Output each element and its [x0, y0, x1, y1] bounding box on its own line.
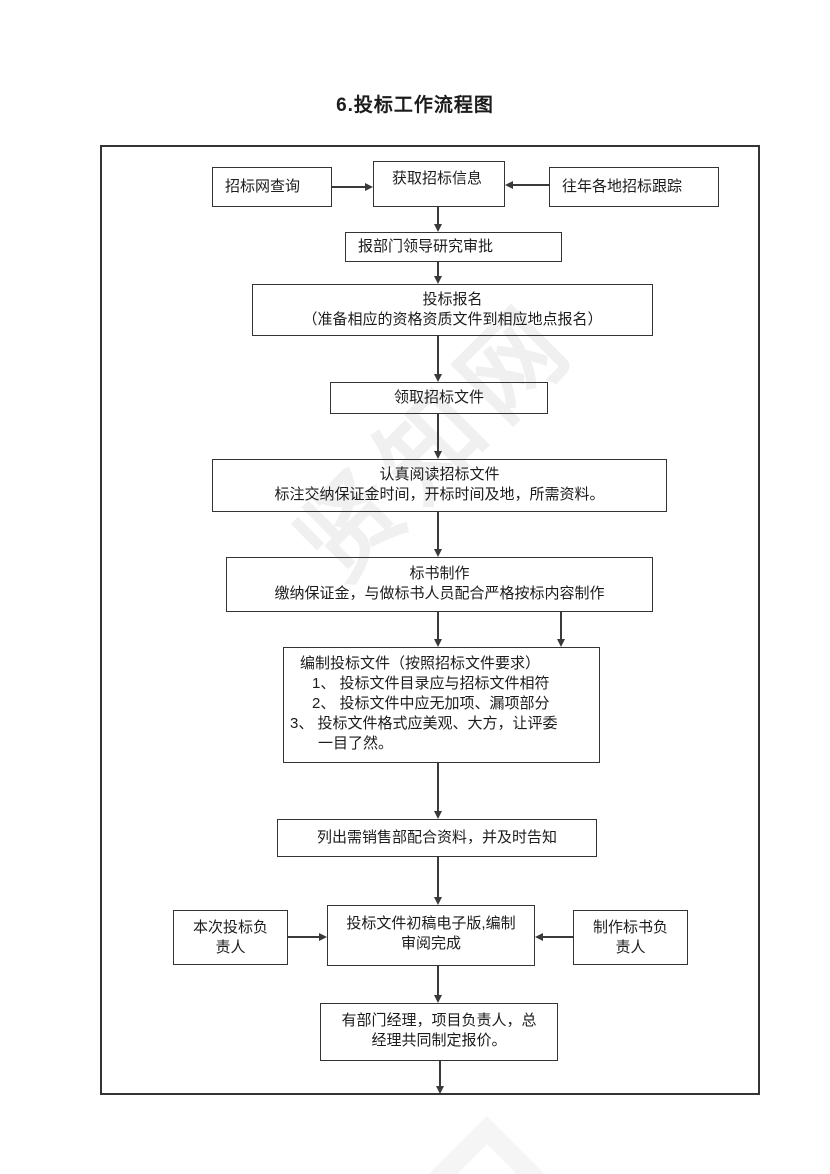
node-obtain-bid-info: 获取招标信息 — [373, 161, 505, 207]
arrow-obtain-to-approve — [437, 207, 439, 224]
arrow-read-to-make — [437, 512, 439, 549]
node-label-item2: 2、 投标文件中应无加项、漏项部分 — [312, 695, 550, 712]
arrow-draft-to-price — [437, 966, 439, 995]
arrow-make-to-compile-left — [437, 612, 439, 639]
node-list-sales-materials: 列出需销售部配合资料，并及时告知 — [277, 819, 597, 857]
node-bidding-site-search: 招标网查询 — [212, 167, 332, 207]
arrow-price-to-end — [439, 1061, 441, 1086]
node-label-item3-line1: 3、 投标文件格式应美观、大方，让评委 — [290, 715, 558, 732]
node-label-line2: 标注交纳保证金时间，开标时间及地，所需资料。 — [274, 486, 605, 503]
arrow-compile-to-list — [437, 763, 439, 811]
node-label: 获取招标信息 — [392, 170, 483, 187]
node-label: 往年各地招标跟踪 — [562, 178, 683, 195]
node-label-line1: 投标报名 — [422, 291, 483, 308]
node-compile-bid-file: 编制投标文件（按照招标文件要求） 1、 投标文件目录应与招标文件相符 2、 投标… — [283, 647, 600, 763]
node-label-line1: 认真阅读招标文件 — [379, 466, 500, 483]
node-label-title: 编制投标文件（按照招标文件要求） — [300, 655, 541, 672]
node-label-line2: 审阅完成 — [400, 935, 461, 952]
node-collect-bid-documents: 领取招标文件 — [330, 382, 548, 414]
node-label-line2: 经理共同制定报价。 — [371, 1032, 507, 1049]
node-bid-registration: 投标报名 （准备相应的资格资质文件到相应地点报名） — [252, 284, 653, 336]
arrow-collect-to-read — [437, 414, 439, 451]
node-label-line1: 投标文件初稿电子版,编制 — [346, 915, 516, 932]
node-draft-review-complete: 投标文件初稿电子版,编制 审阅完成 — [327, 905, 535, 966]
node-label: 报部门领导研究审批 — [358, 238, 494, 255]
arrow-bid-leader-to-draft — [288, 936, 319, 938]
flowchart-frame — [100, 145, 760, 1095]
node-label-item3-line2: 一目了然。 — [318, 735, 394, 752]
node-report-leaders-approval: 报部门领导研究审批 — [345, 232, 562, 262]
page-title: 6.投标工作流程图 — [336, 95, 494, 116]
arrow-track-to-obtain — [513, 184, 549, 186]
arrow-signup-to-collect — [437, 336, 439, 374]
node-label-line1: 制作标书负 — [592, 919, 668, 936]
node-read-bid-documents: 认真阅读招标文件 标注交纳保证金时间，开标时间及地，所需资料。 — [212, 459, 667, 512]
node-label-line2: 责人 — [615, 939, 646, 956]
node-set-price: 有部门经理，项目负责人，总 经理共同制定报价。 — [320, 1003, 558, 1061]
node-label: 领取招标文件 — [393, 389, 484, 406]
node-historical-bid-tracking: 往年各地招标跟踪 — [549, 167, 719, 207]
node-label-line2: （准备相应的资格资质文件到相应地点报名） — [302, 311, 603, 328]
node-bid-leader: 本次投标负 责人 — [173, 910, 288, 965]
node-bid-book-production: 标书制作 缴纳保证金，与做标书人员配合严格按标内容制作 — [226, 557, 653, 612]
node-label: 列出需销售部配合资料，并及时告知 — [316, 829, 557, 846]
node-label-line2: 责人 — [215, 939, 246, 956]
node-bid-book-leader: 制作标书负 责人 — [573, 910, 688, 965]
node-label-line2: 缴纳保证金，与做标书人员配合严格按标内容制作 — [274, 585, 605, 602]
arrow-doc-leader-to-draft — [543, 936, 573, 938]
arrow-approve-to-signup — [437, 262, 439, 276]
node-label-item1: 1、 投标文件目录应与招标文件相符 — [312, 675, 550, 692]
arrow-list-to-draft — [437, 857, 439, 897]
arrow-query-to-obtain — [332, 186, 365, 188]
node-label: 招标网查询 — [225, 178, 301, 195]
node-label-line1: 本次投标负 — [192, 919, 268, 936]
node-label-line1: 标书制作 — [409, 565, 470, 582]
node-label-line1: 有部门经理，项目负责人，总 — [341, 1012, 537, 1029]
watermark-logo — [388, 1116, 586, 1174]
arrow-make-to-compile-right — [560, 612, 562, 639]
